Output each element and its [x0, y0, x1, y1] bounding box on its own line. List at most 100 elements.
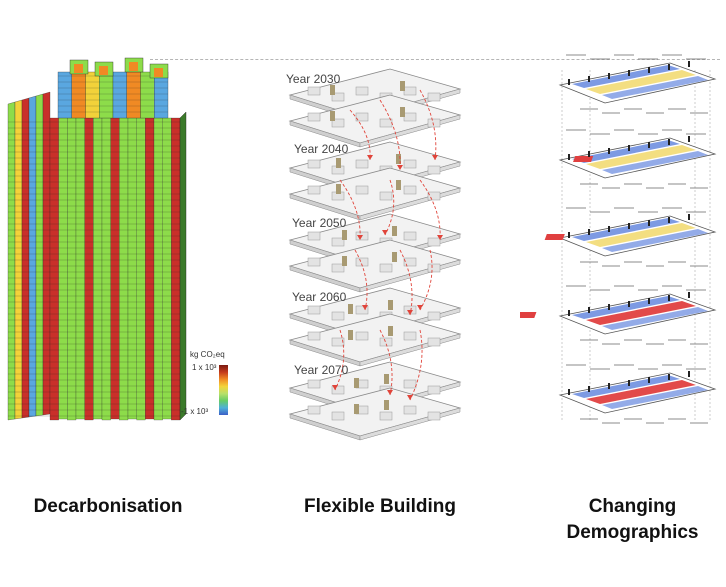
corridor-blue — [602, 386, 708, 409]
transfer-arrow — [399, 249, 413, 316]
furniture-piece — [388, 326, 393, 336]
resident-figure — [688, 214, 690, 220]
demographic-plan-level — [487, 364, 717, 424]
room-block — [355, 112, 369, 122]
unit-band — [586, 70, 696, 94]
transfer-arrow — [409, 329, 423, 401]
arrow-head — [367, 155, 373, 160]
tower-edge — [179, 111, 187, 421]
tower-front-column — [171, 117, 181, 421]
transfer-arrow — [419, 179, 441, 241]
tower-front-column — [119, 117, 129, 421]
resident-figure — [628, 301, 630, 307]
room-block — [307, 231, 321, 241]
furniture-piece — [342, 256, 347, 266]
room-block — [307, 257, 321, 267]
furniture-piece — [392, 252, 397, 262]
room-block — [331, 337, 345, 347]
caption-line: Changing — [588, 496, 677, 517]
resident-figure — [608, 304, 610, 310]
roof-block-core — [129, 62, 138, 71]
resident-figure — [688, 61, 690, 67]
room-block — [307, 86, 321, 96]
room-block — [331, 237, 345, 247]
unit-band — [586, 223, 696, 247]
tower-front-column — [153, 117, 163, 421]
corridor-blue — [572, 375, 680, 398]
furniture-piece — [336, 184, 341, 194]
tower-front-column — [49, 117, 59, 421]
room-block — [427, 191, 441, 201]
demographic-plan-level — [544, 207, 717, 267]
roof-block-core — [154, 68, 163, 77]
roof-block-core — [74, 64, 83, 73]
tower-top-column — [85, 71, 100, 119]
demographic-plan-level — [558, 54, 717, 114]
caption-changing-demographics: Changing Demographics — [545, 494, 720, 546]
arrow-head — [357, 235, 363, 240]
room-block — [379, 263, 393, 273]
room-block — [307, 379, 321, 389]
tower-top-column — [140, 71, 155, 119]
arrow-head — [387, 390, 393, 395]
resident-figure — [588, 307, 590, 313]
furniture-piece — [388, 300, 393, 310]
arrow-head — [437, 235, 443, 240]
room-block — [403, 379, 417, 389]
room-block — [331, 263, 345, 273]
furniture-piece — [400, 107, 405, 117]
tower-model — [7, 57, 187, 421]
arrow-head — [407, 395, 413, 400]
room-block — [427, 118, 441, 128]
tower-front-column — [136, 117, 146, 421]
unit-band — [586, 301, 696, 325]
scale-unit-label: kg CO₂eq — [190, 350, 225, 359]
room-block — [355, 185, 369, 195]
furniture-piece — [384, 400, 389, 410]
floor-plan-level — [288, 361, 462, 441]
furniture-piece — [330, 85, 335, 95]
resident-figure — [608, 148, 610, 154]
floor-plan-stack — [288, 68, 462, 441]
scale-max-label: 1 x 10³ — [192, 363, 217, 372]
room-block — [355, 159, 369, 169]
resident-figure — [668, 217, 670, 223]
corridor-blue — [602, 151, 708, 174]
tower-group — [7, 57, 187, 421]
resident-figure — [588, 386, 590, 392]
corridor-blue — [572, 65, 680, 88]
resident-figure — [568, 232, 570, 238]
room-block — [307, 185, 321, 195]
room-block — [403, 185, 417, 195]
resident-figure — [588, 151, 590, 157]
room-block — [427, 385, 441, 395]
room-block — [355, 86, 369, 96]
corridor-blue — [602, 76, 708, 99]
transfer-arrow — [419, 249, 433, 311]
year-label: Year 2030 — [286, 72, 341, 86]
room-block — [331, 411, 345, 421]
floor-plan-level — [288, 68, 462, 148]
corridor-blue — [572, 140, 680, 163]
furniture-piece — [348, 330, 353, 340]
resident-figure — [668, 139, 670, 145]
transfer-arrow — [354, 249, 368, 311]
unit-band — [586, 380, 696, 404]
tower-side-column — [28, 95, 37, 418]
furniture-piece — [400, 81, 405, 91]
resident-figure — [628, 223, 630, 229]
resident-figure — [688, 292, 690, 298]
tower-front-column — [84, 117, 94, 421]
room-block — [427, 337, 441, 347]
shared-space — [516, 312, 537, 318]
room-block — [379, 337, 393, 347]
year-label: Year 2060 — [292, 290, 347, 304]
resident-figure — [568, 310, 570, 316]
room-block — [379, 118, 393, 128]
room-block — [307, 331, 321, 341]
resident-figure — [608, 226, 610, 232]
resident-figure — [608, 73, 610, 79]
tower-top-column — [71, 71, 86, 119]
corridor-blue — [572, 296, 680, 319]
arrow-head — [417, 305, 423, 310]
